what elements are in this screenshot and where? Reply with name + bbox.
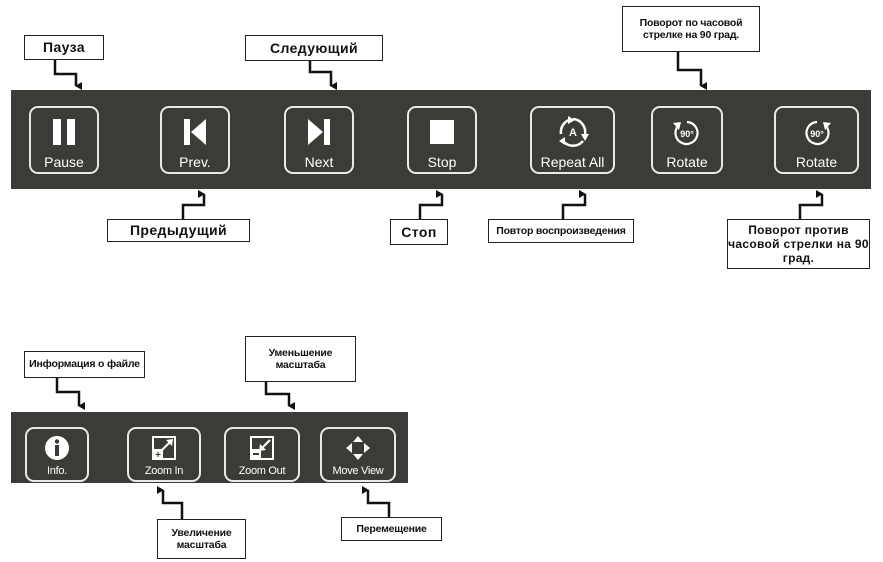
rotate-ccw-degree: 90° [810,129,824,139]
callout-zoom-out: Уменьшение масштаба [245,336,356,382]
zoom-out-button[interactable]: Zoom Out [224,427,300,482]
stop-icon [409,113,475,151]
rotate-cw-label: Rotate [666,154,708,170]
zoom-out-icon [226,432,298,464]
zoom-out-label: Zoom Out [238,465,286,477]
callout-rotate-counterclockwise: Поворот против часовой стрелки на 90 гра… [727,219,870,269]
callout-zoom-in: Увеличение масштаба [157,519,246,559]
callout-pause: Пауза [24,35,104,60]
rotate-ccw-label: Rotate [795,154,838,170]
repeat-all-label: Repeat All [540,154,605,170]
repeat-all-button[interactable]: A Repeat All [530,106,615,174]
stop-button[interactable]: Stop [407,106,477,174]
move-view-label: Move View [332,465,384,477]
pause-icon [31,113,97,151]
zoom-in-icon: + [129,432,199,464]
next-button[interactable]: Next [284,106,354,174]
info-label: Info. [47,465,67,477]
zoom-in-label: Zoom In [144,465,184,477]
next-icon [286,113,352,151]
repeat-icon-letter: A [569,127,577,139]
prev-button[interactable]: Prev. [160,106,230,174]
toolbar-view [11,412,408,483]
previous-icon [162,113,228,151]
rotate-clockwise-icon: 90° [653,113,721,151]
rotate-counterclockwise-icon: 90° [776,113,857,151]
callout-repeat-all: Повтор воспроизведения [488,219,634,243]
info-button[interactable]: Info. [25,427,89,482]
rotate-cw-degree: 90° [680,129,694,139]
svg-text:+: + [155,450,161,461]
prev-label: Prev. [179,154,211,170]
info-icon [27,432,87,464]
callout-next: Следующий [245,35,383,61]
rotate-clockwise-button[interactable]: 90° Rotate [651,106,723,174]
callout-move-view: Перемещение [341,517,442,541]
rotate-counterclockwise-button[interactable]: 90° Rotate [774,106,859,174]
next-label: Next [304,154,334,170]
callout-rotate-clockwise: Поворот по часовой стрелке на 90 град. [622,6,760,52]
pause-label: Pause [44,154,84,170]
callout-stop: Стоп [390,219,448,245]
zoom-in-button[interactable]: + Zoom In [127,427,201,482]
repeat-all-icon: A [532,113,613,151]
move-view-icon [322,432,394,464]
callout-info: Информация о файле [24,351,145,378]
callout-prev: Предыдущий [107,219,250,242]
stop-label: Stop [427,154,457,170]
pause-button[interactable]: Pause [29,106,99,174]
move-view-button[interactable]: Move View [320,427,396,482]
